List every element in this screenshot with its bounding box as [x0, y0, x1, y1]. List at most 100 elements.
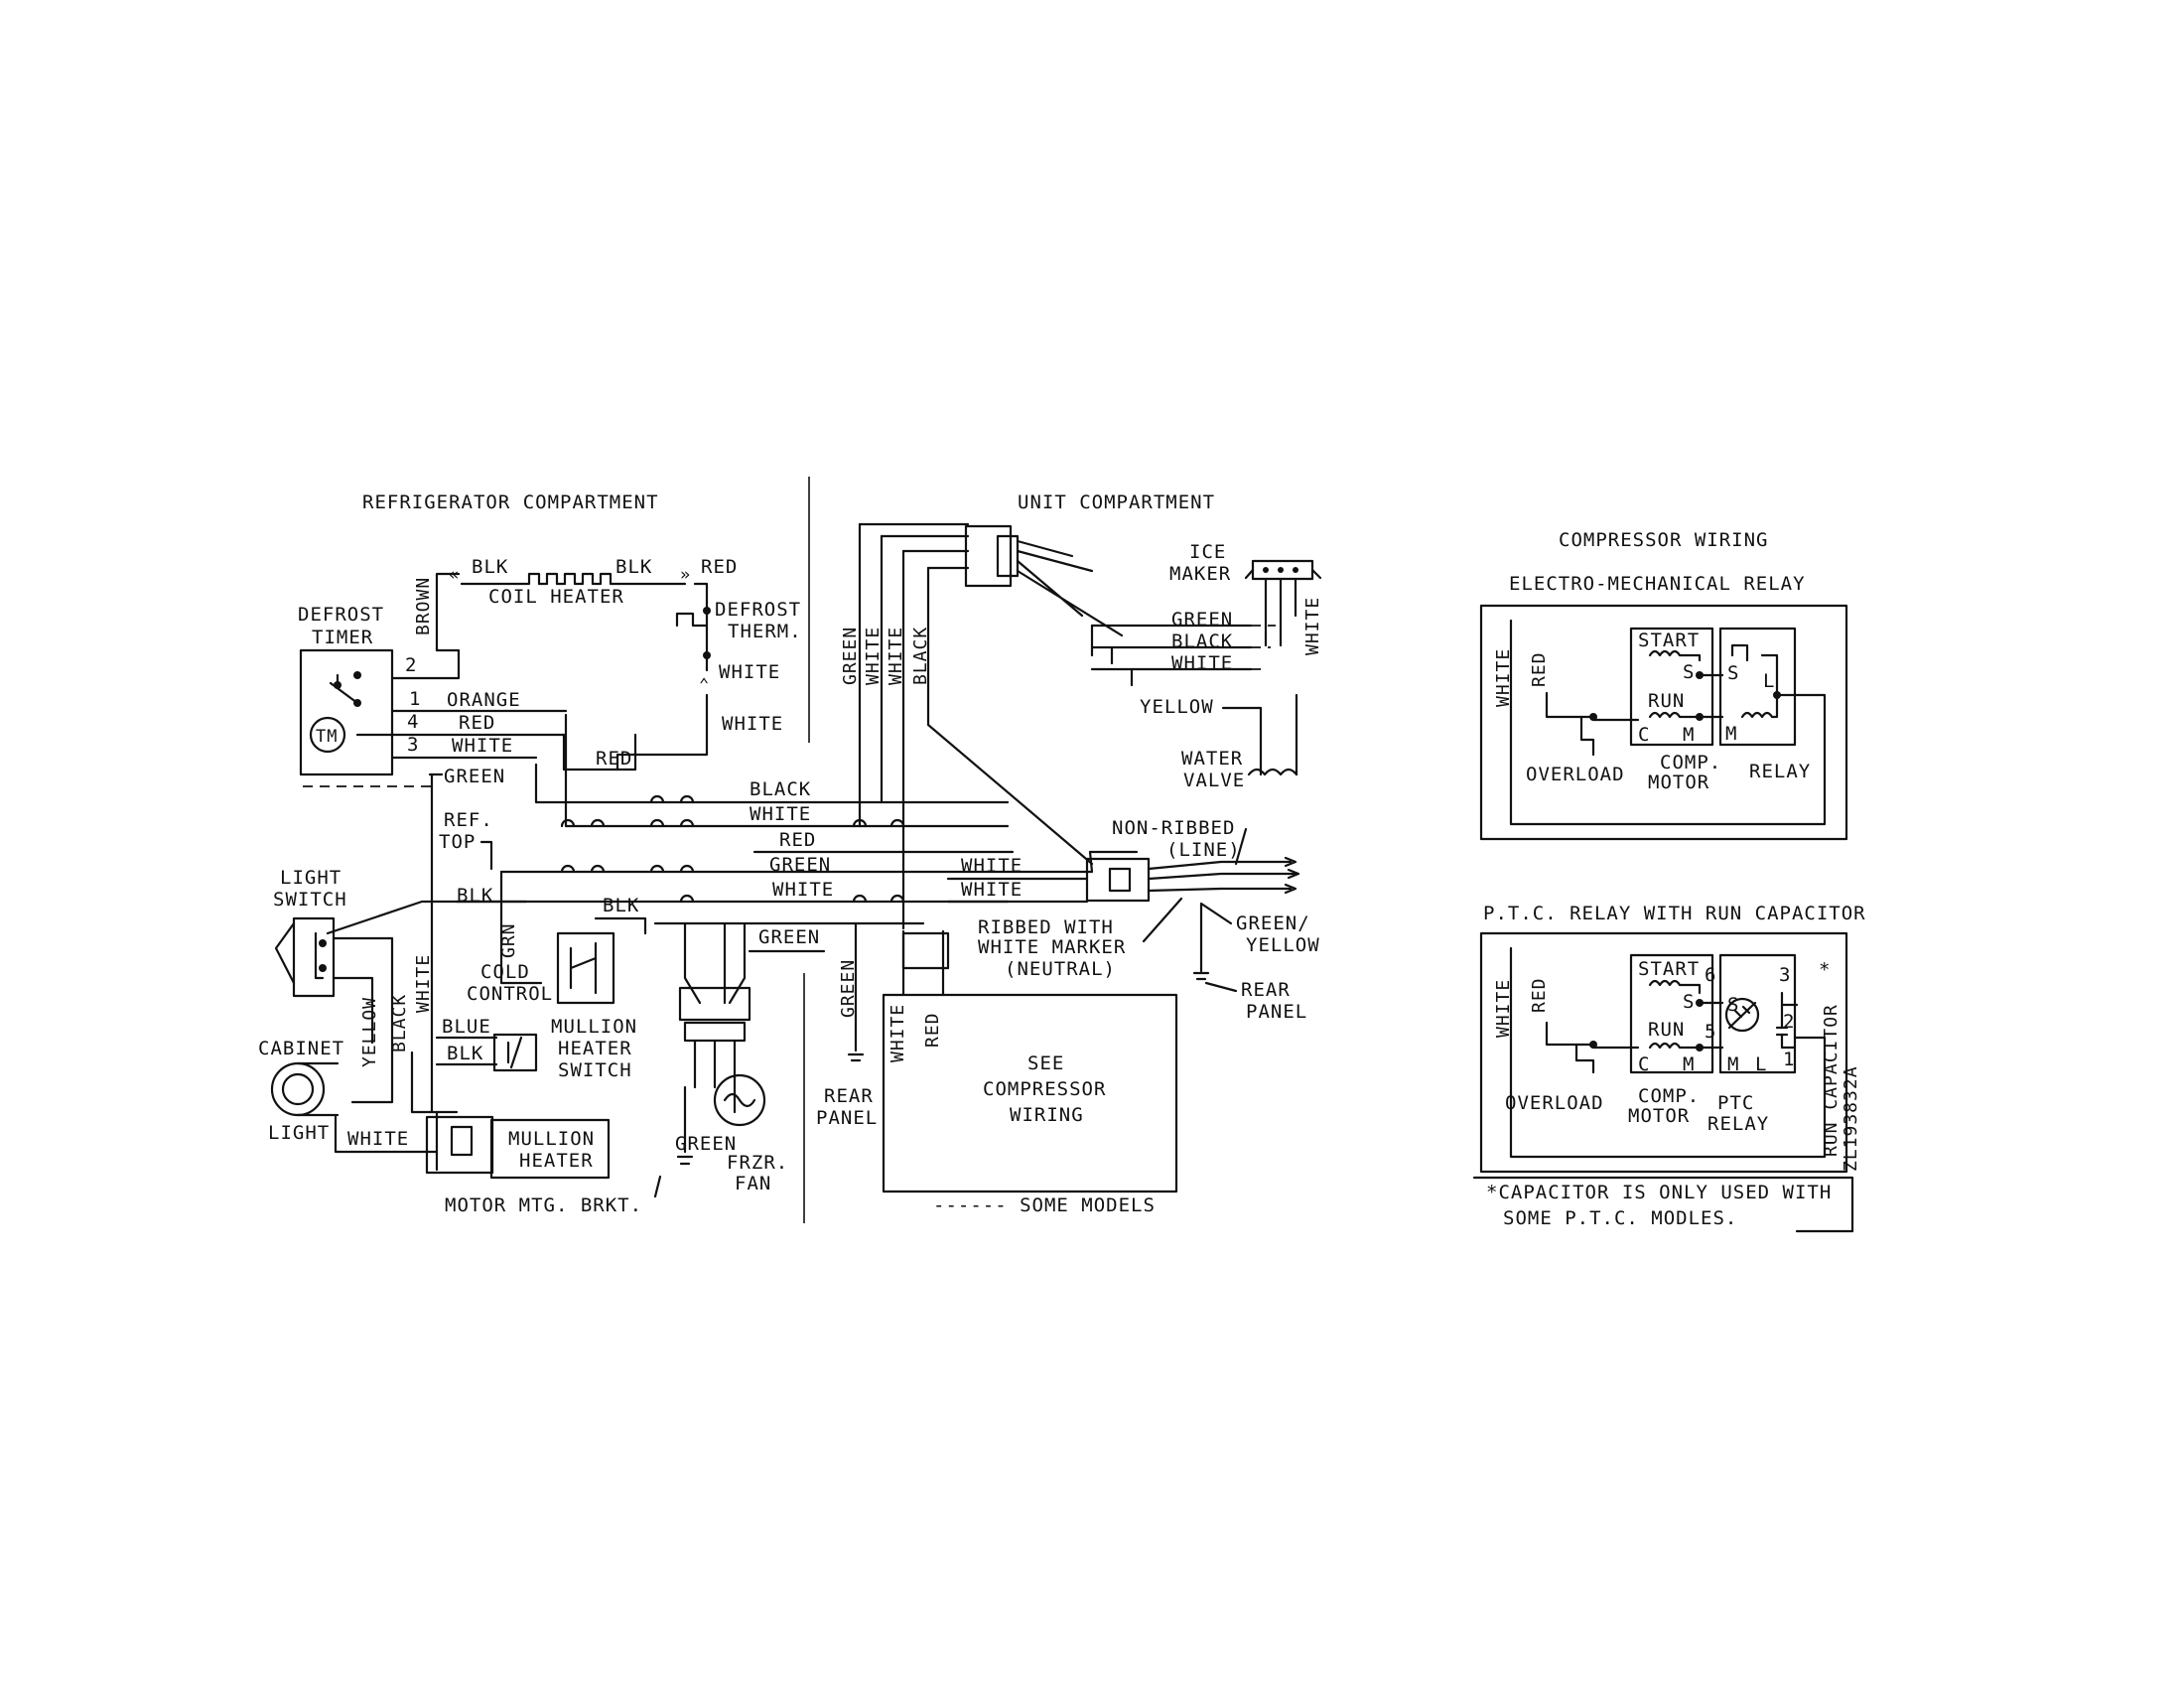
unit-compartment-title: UNIT COMPARTMENT — [1018, 491, 1215, 513]
cold-control-label-2: CONTROL — [467, 983, 553, 1005]
wire-crossovers — [560, 794, 905, 904]
mullion-heater-label-2: HEATER — [519, 1150, 594, 1172]
non-ribbed-label-1: NON-RIBBED — [1112, 817, 1235, 839]
ribbed-label-2: WHITE MARKER — [978, 936, 1126, 958]
label-white-timer: WHITE — [452, 735, 513, 757]
label-green-unit: GREEN — [840, 627, 861, 685]
ptc-terminal-3: 3 — [1779, 964, 1791, 986]
label-black-bus: BLACK — [750, 778, 811, 800]
see-compressor-label-2: COMPRESSOR — [983, 1078, 1106, 1100]
ice-maker-label-1: ICE — [1189, 541, 1226, 563]
footnote-line-2: SOME P.T.C. MODLES. — [1503, 1207, 1737, 1229]
unit-vertical-wires — [858, 522, 1094, 930]
ref-top-label-2: TOP — [439, 831, 476, 853]
em-relay-m-label: M — [1725, 723, 1737, 745]
label-blk-coil-left: BLK — [472, 556, 508, 578]
label-grn: GRN — [498, 922, 519, 958]
wire-black-bus — [534, 763, 1010, 804]
label-white-therm-1: WHITE — [719, 661, 780, 683]
wire-red-from-timer — [562, 733, 637, 772]
label-white-unit-1: WHITE — [863, 627, 884, 685]
ptc-relay-panel: WHITE RED OVERLOAD START S RUN C M COMP.… — [1479, 931, 1848, 1174]
ice-maker-label-2: MAKER — [1169, 563, 1231, 585]
em-label-white: WHITE — [1493, 648, 1514, 707]
em-run-label: RUN — [1648, 690, 1685, 712]
see-compressor-wiring-box: SEE COMPRESSOR WIRING — [882, 993, 1178, 1193]
run-capacitor-asterisk: * — [1819, 959, 1831, 981]
line-plug — [1085, 856, 1300, 903]
water-valve: WATER VALVE — [1181, 693, 1298, 791]
timer-terminal-3: 3 — [407, 734, 419, 756]
ptc-m-label: M — [1683, 1053, 1695, 1075]
ptc-start-label: START — [1638, 958, 1700, 980]
label-blk-mullion: BLK — [447, 1043, 483, 1064]
ptc-relay-l-label: L — [1755, 1053, 1767, 1075]
em-relay-l-label: L — [1763, 670, 1775, 692]
see-compressor-label-1: SEE — [1027, 1052, 1064, 1074]
ptc-run-label: RUN — [1648, 1019, 1685, 1041]
wire-timer-2 — [390, 648, 461, 680]
cabinet-light: CABINET LIGHT WHITE — [258, 1038, 439, 1154]
defrost-timer-label-1: DEFROST — [298, 604, 384, 626]
label-white-comp: WHITE — [887, 1004, 908, 1062]
ptc-relay-label-1: PTC — [1717, 1092, 1754, 1114]
timer-motor-icon — [309, 716, 346, 754]
compressor-plug — [901, 931, 950, 970]
mullion-heater-label-1: MULLION — [508, 1128, 595, 1150]
label-white-bus-2: WHITE — [772, 879, 834, 901]
timer-terminal-1: 1 — [409, 688, 421, 710]
label-yellow-unit: YELLOW — [1140, 696, 1214, 718]
label-white-cabinet: WHITE — [347, 1128, 409, 1150]
label-white-plug-1: WHITE — [961, 855, 1023, 877]
electro-mechanical-relay-panel: WHITE RED OVERLOAD START S RUN C M COMP.… — [1479, 604, 1848, 841]
ground-icon-rear-right — [1192, 971, 1210, 981]
coil-heater: « BLK BLK » RED COIL HEATER — [435, 556, 738, 652]
ribbed-label-3: (NEUTRAL) — [1005, 958, 1116, 980]
rear-panel-left-label-2: PANEL — [816, 1107, 878, 1129]
green-yellow-label-2: YELLOW — [1246, 934, 1320, 956]
svg-text:«: « — [449, 565, 460, 585]
mullion-heater: MULLION HEATER — [425, 1115, 611, 1180]
svg-text:»: » — [680, 565, 691, 585]
label-yellow-vert: YELLOW — [359, 997, 380, 1067]
label-red-bus: RED — [779, 829, 816, 851]
ground-icon-fan — [676, 1155, 694, 1166]
footnote-line-1: *CAPACITOR IS ONLY USED WITH — [1486, 1182, 1832, 1203]
green-yellow-label-1: GREEN/ — [1236, 912, 1310, 934]
ptc-comp-motor-2: MOTOR — [1628, 1105, 1690, 1127]
timer-terminal-4: 4 — [407, 711, 419, 733]
cabinet-light-label-1: CABINET — [258, 1038, 344, 1059]
label-red-coil: RED — [701, 556, 738, 578]
rear-panel-right-label-1: REAR — [1241, 979, 1291, 1001]
part-number: ZL193832A — [1841, 1065, 1861, 1172]
non-ribbed-label-2: (LINE) — [1166, 839, 1241, 861]
label-green-fan: GREEN — [675, 1133, 737, 1155]
label-red-main: RED — [596, 748, 632, 770]
ptc-terminal-2: 2 — [1783, 1011, 1795, 1033]
em-comp-motor-1: COMP. — [1660, 752, 1721, 773]
ptc-thermistor-icon — [1724, 997, 1760, 1033]
ptc-terminal-6: 6 — [1705, 964, 1716, 986]
ptc-comp-motor-1: COMP. — [1638, 1085, 1700, 1107]
ptc-relay-s-label: S — [1727, 994, 1739, 1016]
label-blk-switch: BLK — [457, 885, 493, 907]
mullion-heater-switch: BLUE BLK MULLION HEATER SWITCH — [435, 1016, 637, 1081]
mullion-heater-switch-label-1: MULLION — [551, 1016, 637, 1038]
svg-text:⌃: ⌃ — [699, 675, 710, 695]
light-switch: LIGHT SWITCH — [273, 867, 346, 998]
some-models-note: ------ SOME MODELS — [933, 1194, 1156, 1216]
em-c-label: C — [1638, 724, 1650, 746]
frzr-fan-label-2: FAN — [735, 1173, 771, 1194]
em-overload-label: OVERLOAD — [1526, 764, 1625, 785]
label-black-vert: BLACK — [389, 994, 410, 1052]
label-blk-coil-right: BLK — [615, 556, 652, 578]
ptc-label-white: WHITE — [1493, 979, 1514, 1038]
label-white-bus: WHITE — [750, 803, 811, 825]
label-green-bus: GREEN — [769, 854, 831, 876]
timer-motor-label: TM — [316, 727, 338, 747]
ice-maker: ICE MAKER — [1169, 541, 1322, 647]
em-comp-motor-2: MOTOR — [1648, 772, 1709, 793]
ptc-label-red: RED — [1529, 977, 1550, 1013]
label-green-fan-top: GREEN — [758, 926, 820, 948]
